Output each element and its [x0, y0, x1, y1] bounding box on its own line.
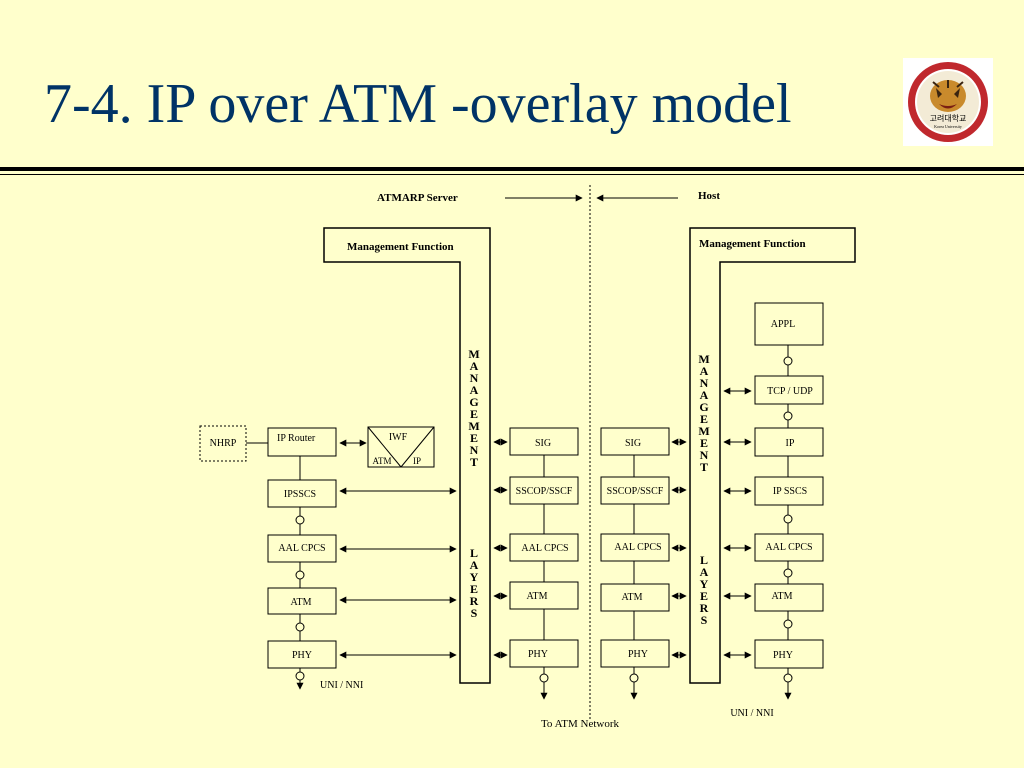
iwf-label: IWF	[389, 432, 408, 443]
server-sig-label: SIG	[535, 438, 551, 449]
emblem-icon: 고려대학교 Korea University	[903, 58, 993, 146]
server-sscop-box	[509, 476, 579, 505]
iwf-diag-right	[400, 426, 435, 468]
server-atm-2-label: ATM	[526, 591, 547, 602]
server-phy-2-box	[509, 639, 579, 668]
host-atm-2-label: ATM	[771, 591, 792, 602]
emblem-subtext: Korea University	[934, 124, 962, 129]
nhrp-label: NHRP	[210, 438, 237, 449]
emblem-text: 고려대학교	[930, 113, 967, 123]
server-aal-cpcs-2-label: AAL CPCS	[521, 543, 568, 554]
server-aal-cpcs-box	[267, 534, 337, 563]
server-sscop-label: SSCOP/SSCF	[516, 486, 573, 497]
nhrp-box	[199, 425, 247, 462]
host-aal-cpcs-2-box	[754, 533, 824, 562]
atmarp-server-label: ATMARP Server	[377, 192, 458, 204]
sap-icon	[295, 570, 305, 580]
title-rule-thin	[0, 174, 1024, 175]
host-ip-box	[754, 427, 824, 457]
host-uni-nni-label: UNI / NNI	[730, 708, 773, 719]
iwf-atm-label: ATM	[372, 456, 391, 466]
sap-icon	[783, 356, 793, 366]
host-sscop-box	[600, 476, 670, 505]
host-sig-label: SIG	[625, 438, 641, 449]
host-management-title: Management Function	[699, 238, 806, 250]
host-atm-label: ATM	[621, 592, 642, 603]
to-atm-network-label: To ATM Network	[541, 718, 620, 730]
server-atm-box	[267, 587, 337, 615]
sap-icon	[783, 568, 793, 578]
tcp-udp-label: TCP / UDP	[767, 386, 813, 397]
server-phy-2-label: PHY	[528, 649, 548, 660]
server-sig-box	[509, 427, 579, 456]
sap-icon	[783, 619, 793, 629]
host-sscop-label: SSCOP/SSCF	[607, 486, 664, 497]
host-phy-box	[600, 639, 670, 668]
iwf-ip-label: IP	[413, 456, 421, 466]
host-management-panel	[689, 227, 856, 684]
server-aal-cpcs-label: AAL CPCS	[278, 543, 325, 554]
host-aal-cpcs-2-label: AAL CPCS	[765, 542, 812, 553]
appl-box	[754, 302, 824, 346]
sap-icon	[295, 622, 305, 632]
ip-sscs-box	[754, 476, 824, 506]
title-rule-thick	[0, 167, 1024, 171]
server-uni-nni-label: UNI / NNI	[320, 680, 363, 691]
server-atm-label: ATM	[290, 597, 311, 608]
sap-icon	[783, 514, 793, 524]
host-aal-cpcs-label: AAL CPCS	[614, 542, 661, 553]
host-aal-cpcs-box	[600, 533, 670, 562]
server-phy-box	[267, 640, 337, 669]
sap-icon	[295, 671, 305, 681]
host-phy-label: PHY	[628, 649, 648, 660]
host-label: Host	[698, 190, 720, 202]
host-atm-box	[600, 583, 670, 612]
ipsscs-box	[267, 479, 337, 508]
ipsscs-label: IPSSCS	[284, 489, 316, 500]
ip-sscs-label: IP SSCS	[773, 486, 807, 497]
host-phy-2-box	[754, 639, 824, 669]
server-aal-cpcs-2-box	[509, 533, 579, 562]
appl-label: APPL	[771, 319, 795, 330]
sap-icon	[539, 673, 549, 683]
host-sig-box	[600, 427, 670, 456]
ip-router-label: IP Router	[277, 433, 316, 444]
host-atm-2-box	[754, 583, 824, 612]
server-phy-label: PHY	[292, 650, 312, 661]
sap-icon	[783, 411, 793, 421]
server-atm-2-box	[509, 581, 579, 610]
iwf-diag-left	[367, 426, 402, 468]
tcp-udp-box	[754, 375, 824, 405]
server-management-title: Management Function	[347, 241, 454, 253]
server-management-panel	[323, 227, 491, 684]
slide-title: 7-4. IP over ATM -overlay model	[44, 73, 792, 135]
sap-icon	[629, 673, 639, 683]
sap-icon	[295, 515, 305, 525]
host-ip-label: IP	[786, 438, 795, 449]
sap-icon	[783, 673, 793, 683]
ip-router-box	[267, 427, 337, 457]
iwf-box	[367, 426, 435, 468]
host-phy-2-label: PHY	[773, 650, 793, 661]
university-emblem: 고려대학교 Korea University	[903, 58, 993, 146]
